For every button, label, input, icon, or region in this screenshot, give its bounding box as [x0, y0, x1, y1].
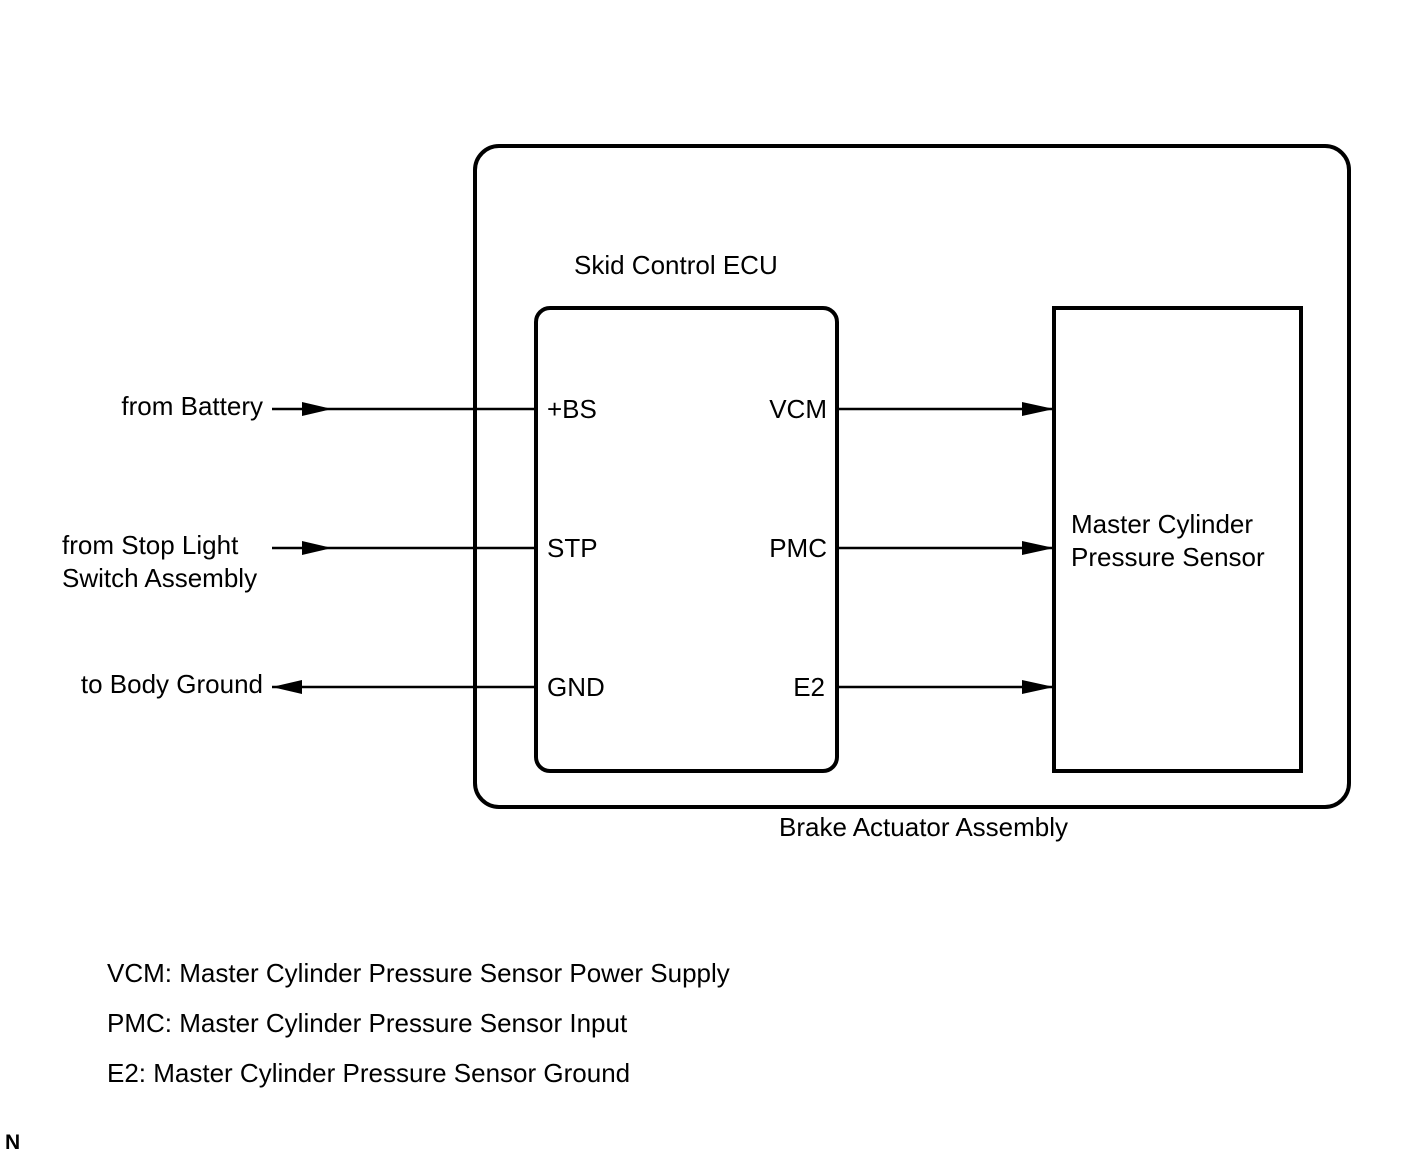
legend-vcm: VCM: Master Cylinder Pressure Sensor Pow…	[107, 958, 730, 988]
arrow-right-icon	[1022, 680, 1054, 694]
terminal-bs: +BS	[547, 394, 597, 424]
skid-control-ecu-label: Skid Control ECU	[574, 250, 778, 280]
terminal-stp: STP	[547, 533, 598, 563]
terminal-e2: E2	[793, 672, 825, 702]
brake-actuator-assembly-label: Brake Actuator Assembly	[779, 812, 1068, 842]
arrow-left-icon	[272, 680, 302, 694]
arrow-right-icon	[1022, 541, 1054, 555]
legend-e2: E2: Master Cylinder Pressure Sensor Grou…	[107, 1058, 630, 1088]
master-cylinder-pressure-sensor-box	[1052, 306, 1303, 773]
from-battery-label: from Battery	[121, 391, 263, 421]
sensor-label-line1: Master Cylinder	[1071, 509, 1253, 539]
arrow-right-icon	[1022, 402, 1054, 416]
sensor-label-line2: Pressure Sensor	[1071, 542, 1265, 572]
legend-pmc: PMC: Master Cylinder Pressure Sensor Inp…	[107, 1008, 628, 1038]
terminal-vcm: VCM	[769, 394, 827, 424]
brake-actuator-assembly-box	[473, 144, 1351, 809]
terminal-pmc: PMC	[769, 533, 827, 563]
terminal-gnd: GND	[547, 672, 605, 702]
skid-control-ecu-box	[534, 306, 839, 773]
from-stop-light-label-line1: from Stop Light	[62, 530, 239, 560]
arrow-right-icon	[302, 402, 332, 416]
corner-mark: N	[5, 1131, 20, 1154]
to-body-ground-label: to Body Ground	[81, 669, 263, 699]
arrow-right-icon	[302, 541, 332, 555]
from-stop-light-label-line2: Switch Assembly	[62, 563, 257, 593]
